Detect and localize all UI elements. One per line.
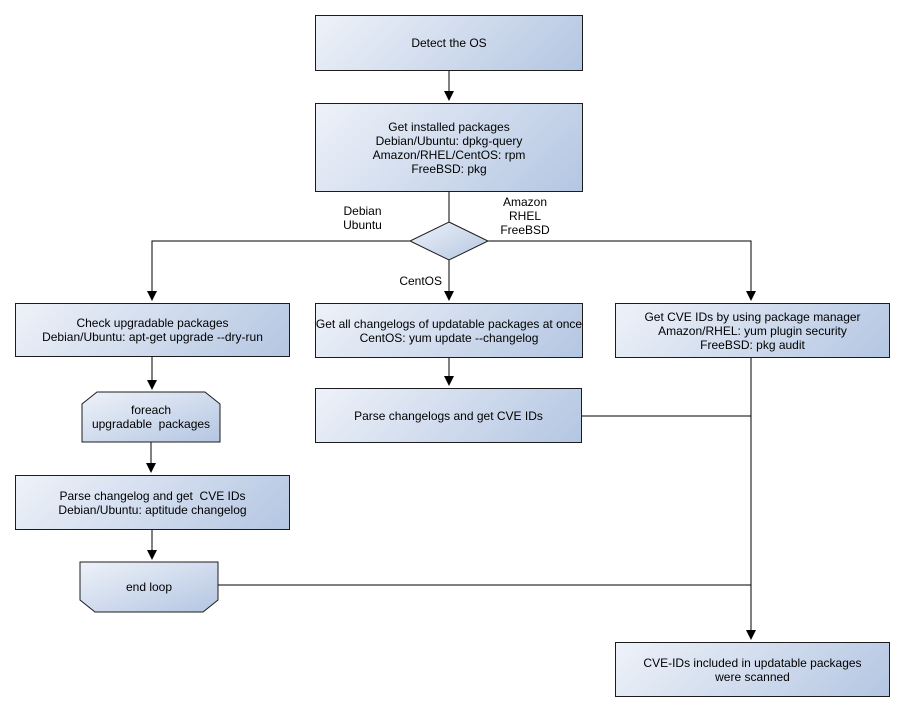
node-text: Get CVE IDs by using package manager	[644, 309, 861, 324]
edge-label-debian-ubuntu: Debian Ubuntu	[330, 204, 395, 232]
node-get-all-changelogs: Get all changelogs of updatable packages…	[315, 303, 583, 358]
edge-label-text: Debian	[343, 204, 382, 218]
node-text: Debian/Ubuntu: dpkg-query	[375, 133, 523, 148]
edge-label-centos: CentOS	[382, 274, 442, 288]
node-text: Amazon/RHEL/CentOS: rpm	[372, 147, 526, 162]
node-text: Detect the OS	[411, 36, 487, 50]
node-parse-changelog: Parse changelog and get CVE IDs Debian/U…	[15, 475, 290, 530]
node-cve-ids-scanned: CVE-IDs included in updatable packages w…	[615, 642, 890, 697]
decision-diamond	[408, 221, 490, 261]
node-get-installed-packages: Get installed packages Debian/Ubuntu: dp…	[315, 103, 583, 192]
edge-label-text: RHEL	[508, 209, 541, 223]
node-text: Debian/Ubuntu: apt-get upgrade --dry-run	[42, 330, 263, 344]
end-loop-shape	[79, 561, 219, 613]
edge-label-text: Ubuntu	[343, 218, 382, 232]
edge-decision-to-get-cve	[488, 240, 756, 301]
edge-decision-to-check-upgradable	[147, 240, 410, 301]
node-text: Get all changelogs of updatable packages…	[315, 316, 583, 331]
node-text: CVE-IDs included in updatable packages	[643, 655, 862, 670]
node-text: Parse changelogs and get CVE IDs	[354, 408, 543, 423]
edge-label-text: CentOS	[399, 274, 442, 288]
node-text: were scanned	[715, 669, 790, 684]
node-text: Parse changelog and get CVE IDs	[59, 488, 246, 503]
node-text: CentOS: yum update --changelog	[359, 330, 539, 345]
edge-label-amazon-rhel-freebsd: Amazon RHEL FreeBSD	[497, 195, 553, 237]
node-text: Get installed packages	[388, 119, 510, 134]
edge-label-text: FreeBSD	[500, 223, 550, 237]
node-text: Amazon/RHEL: yum plugin security	[658, 323, 847, 338]
node-text: FreeBSD: pkg audit	[700, 337, 805, 352]
node-detect-os: Detect the OS	[315, 15, 583, 71]
edge-label-text: Amazon	[502, 195, 548, 209]
node-check-upgradable: Check upgradable packages Debian/Ubuntu:…	[15, 303, 290, 357]
node-parse-changelogs: Parse changelogs and get CVE IDs	[315, 388, 582, 443]
node-text: Debian/Ubuntu: aptitude changelog	[58, 502, 247, 517]
foreach-loop-shape	[81, 391, 221, 443]
node-get-cve-package-manager: Get CVE IDs by using package manager Ama…	[615, 303, 890, 358]
node-text: Check upgradable packages	[76, 316, 229, 330]
node-text: FreeBSD: pkg	[411, 161, 487, 176]
